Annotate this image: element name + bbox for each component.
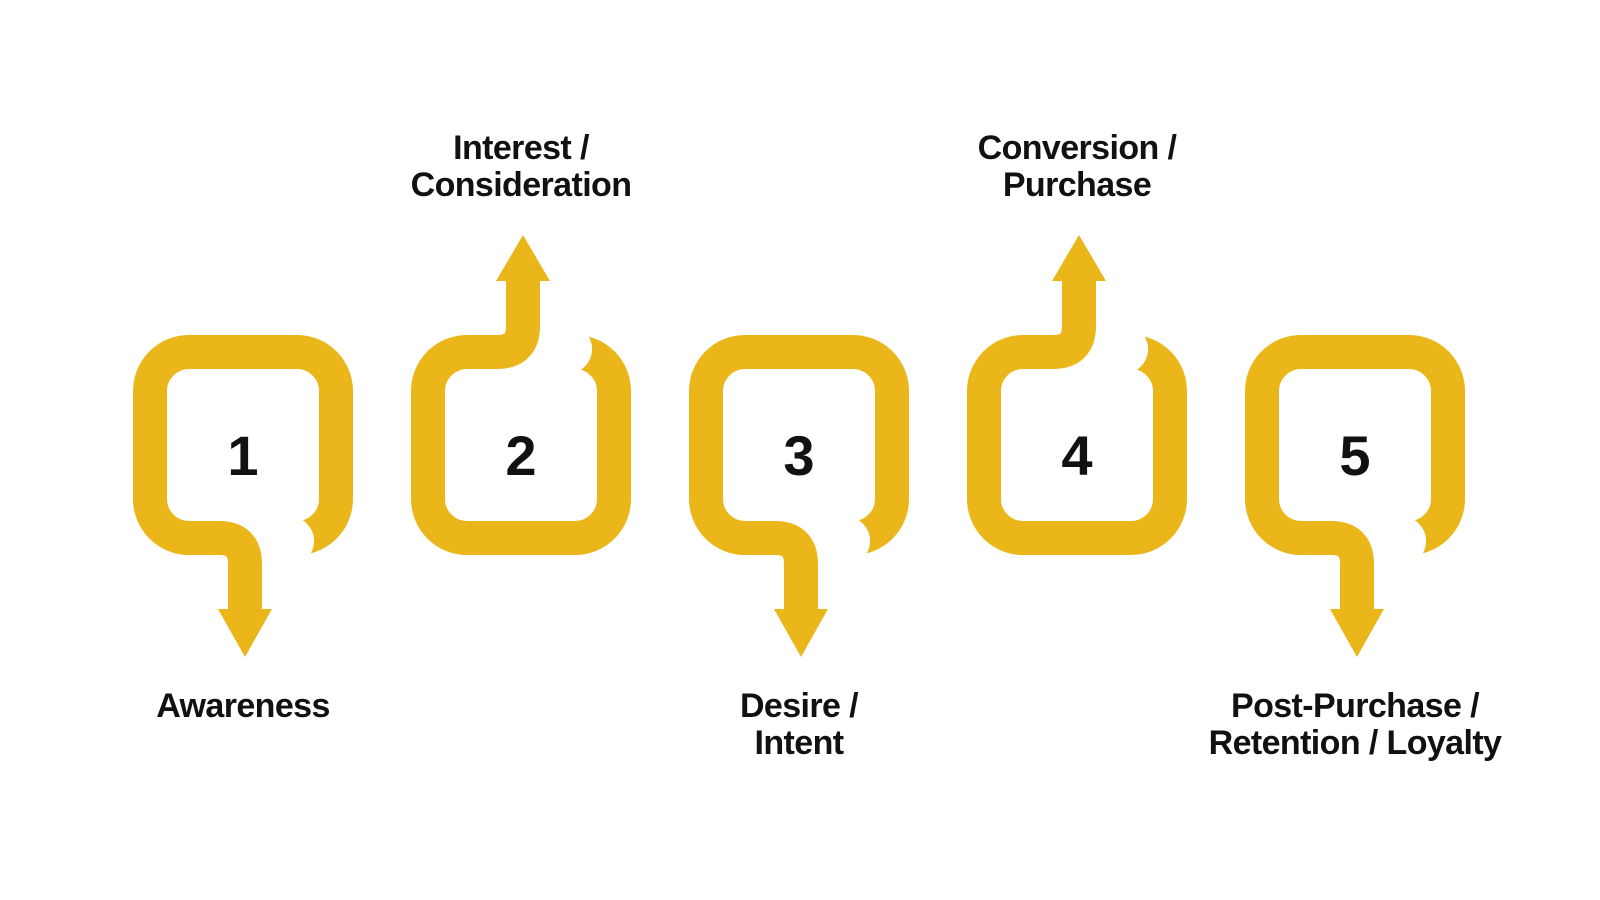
box-outline-path <box>1245 335 1465 613</box>
border-gap-carve <box>1098 324 1148 374</box>
box-outline-path <box>689 335 909 613</box>
border-gap-carve <box>820 516 870 566</box>
stage-label: Post-Purchase / Retention / Loyalty <box>1145 688 1565 762</box>
stage-conversion-purchase: 4 Conversion / Purchase <box>942 0 1212 900</box>
stage-box-down-arrow-graphic <box>689 335 909 657</box>
stage-label-line: Retention / Loyalty <box>1208 724 1502 762</box>
stage-interest-consideration: 2 Interest / Consideration <box>386 0 656 900</box>
box-outline-path <box>133 335 353 613</box>
stage-number: 2 <box>505 423 537 487</box>
box-outline-path <box>967 277 1187 555</box>
down-arrow-head-icon <box>774 609 828 657</box>
stage-awareness: 1 Awareness <box>108 0 378 900</box>
stage-label-line: Desire / <box>739 687 859 725</box>
stage-label-line: Purchase <box>1002 166 1152 204</box>
stage-label-line: Interest / <box>453 129 589 167</box>
stage-label-line: Intent <box>754 724 845 762</box>
stage-label-line: Conversion / <box>977 129 1177 167</box>
stage-label: Desire / Intent <box>589 688 1009 762</box>
border-gap-carve <box>1376 516 1426 566</box>
stage-label-line: Consideration <box>410 166 632 204</box>
down-arrow-head-icon <box>218 609 272 657</box>
stage-label-line: Post-Purchase / <box>1231 687 1480 725</box>
box-outline-path <box>411 277 631 555</box>
stage-number: 1 <box>227 423 259 487</box>
down-arrow-head-icon <box>1330 609 1384 657</box>
stage-label: Interest / Consideration <box>311 130 731 204</box>
stage-desire-intent: 3 Desire / Intent <box>664 0 934 900</box>
up-arrow-head-icon <box>496 235 550 281</box>
stage-box-down-arrow-graphic <box>1245 335 1465 657</box>
stage-number: 5 <box>1339 423 1371 487</box>
stage-box-up-arrow-graphic <box>967 235 1187 555</box>
stage-label: Conversion / Purchase <box>867 130 1287 204</box>
stage-number: 3 <box>783 423 815 487</box>
border-gap-carve <box>542 324 592 374</box>
stage-box-down-arrow-graphic <box>133 335 353 657</box>
stage-post-purchase-retention-loyalty: 5 Post-Purchase / Retention / Loyalty <box>1209 0 1502 900</box>
stage-box-up-arrow-graphic <box>411 235 631 555</box>
border-gap-carve <box>264 516 314 566</box>
stage-label: Awareness <box>33 688 453 725</box>
stage-label-line: Awareness <box>156 687 330 725</box>
stage-number: 4 <box>1061 423 1093 487</box>
up-arrow-head-icon <box>1052 235 1106 281</box>
